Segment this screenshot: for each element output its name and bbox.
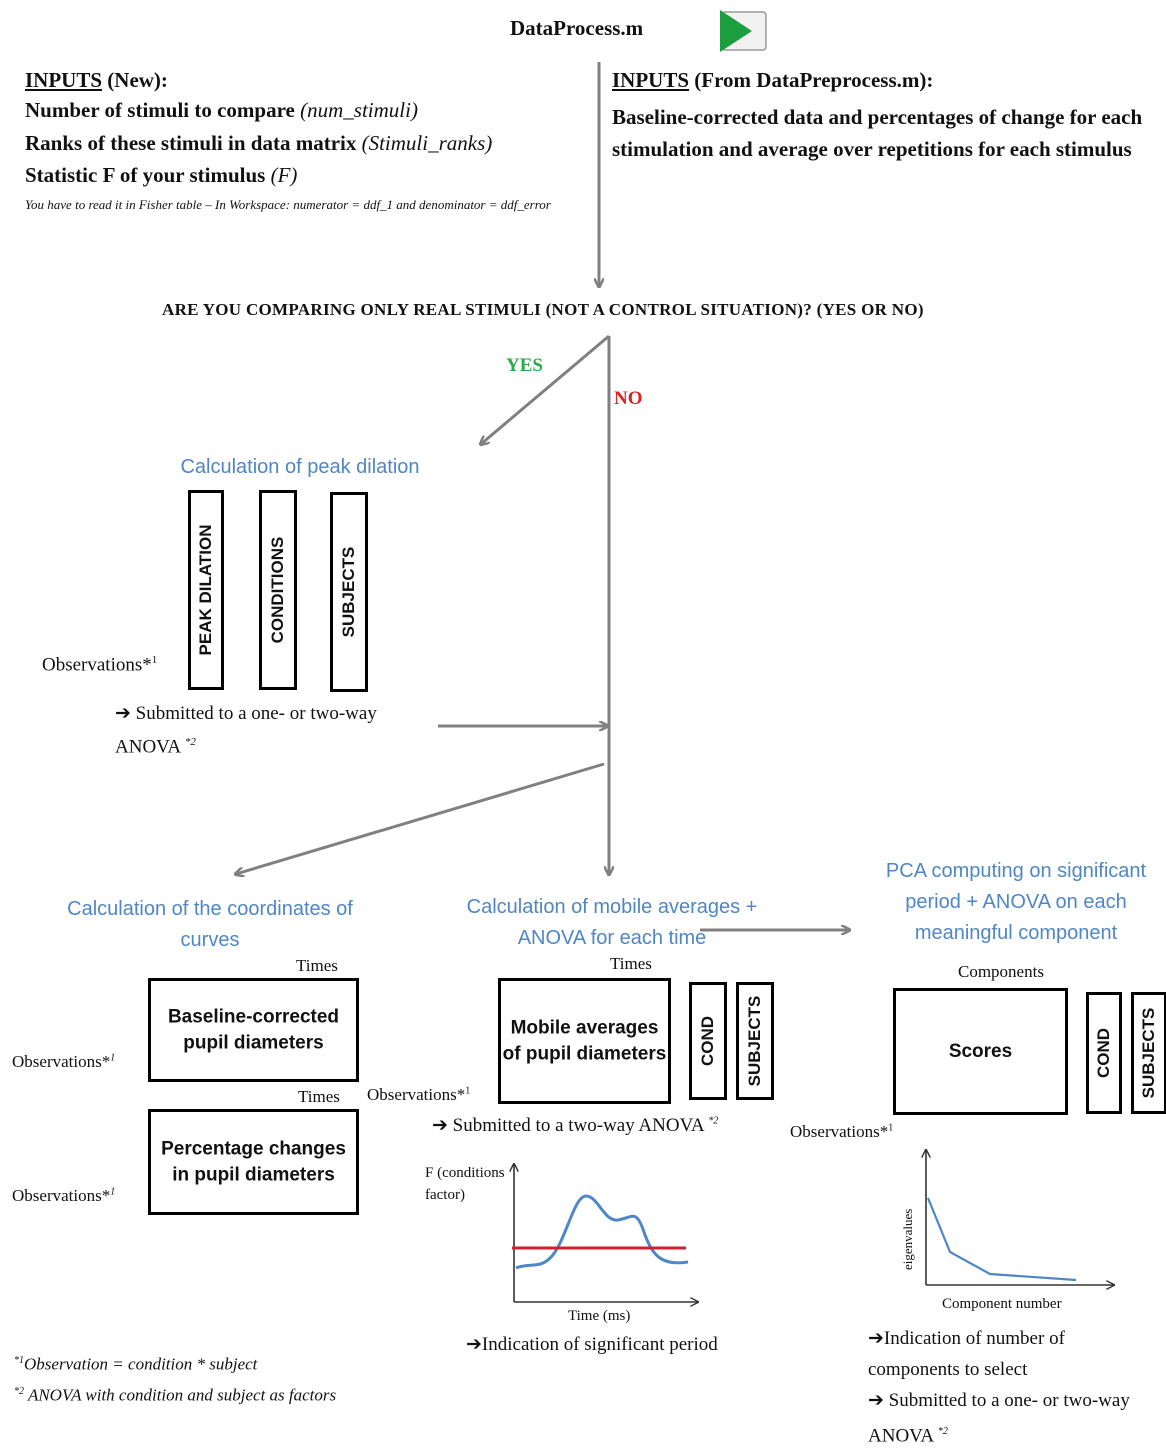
components-to-select-indication: ➔Indication of number of components to s… [868, 1328, 1065, 1380]
inputs-preprocess-body: Baseline-corrected data and percentages … [612, 105, 1143, 161]
mobile-submitted-anova: ➔ Submitted to a two-way ANOVA *2 [432, 1115, 719, 1136]
pca-subjects-column: SUBJECTS [1131, 992, 1166, 1114]
pca-observations-label: Observations*1 [790, 1122, 894, 1141]
peak-submitted-anova: ➔ Submitted to a one- or two-way ANOVA *… [115, 703, 377, 758]
scree-curve [926, 1197, 1077, 1282]
branch-no-label: NO [614, 388, 643, 409]
mobile-times-label: Times [610, 954, 652, 973]
footnote-2: *2 ANOVA with condition and subject as f… [14, 1385, 337, 1405]
arrow-to-curves [236, 762, 605, 874]
play-icon[interactable] [716, 8, 770, 54]
times-label-1: Times [296, 956, 338, 975]
input-stimuli-ranks: Ranks of these stimuli in data matrix (S… [25, 131, 493, 155]
pca-indication: ➔Indication of number of components to s… [868, 1323, 1160, 1451]
footnote-1: *1Observation = condition * subject [14, 1354, 258, 1374]
eig-chart-x-label: Component number [942, 1296, 1062, 1312]
times-label-2: Times [298, 1087, 340, 1106]
mobile-averages-title: Calculation of mobile averages + ANOVA f… [466, 896, 758, 949]
f-chart-x-label: Time (ms) [568, 1308, 631, 1324]
input-statistic-f: Statistic F of your stimulus (F) [25, 163, 298, 187]
pca-title: PCA computing on significant period + AN… [885, 860, 1147, 944]
conditions-column: CONDITIONS [259, 490, 297, 690]
mobile-subjects-column: SUBJECTS [736, 982, 774, 1100]
input-num-stimuli: Number of stimuli to compare (num_stimul… [25, 98, 418, 122]
peak-dilation-column: PEAK DILATION [188, 490, 224, 690]
page-title: DataProcess.m [510, 16, 644, 40]
curves-title: Calculation of the coordinates of curves [67, 898, 353, 951]
subjects-column: SUBJECTS [330, 492, 368, 692]
curves-observations-1: Observations*1 [12, 1052, 116, 1071]
pca-submitted-anova: ➔ Submitted to a one- or two-way ANOVA *… [868, 1390, 1130, 1447]
pca-cond-column: COND [1086, 992, 1122, 1114]
mobile-observations-label: Observations*1 [367, 1085, 471, 1104]
f-statistic-curve [515, 1194, 689, 1270]
mobile-cond-column: COND [689, 982, 727, 1100]
peak-observations-label: Observations*1 [42, 654, 158, 676]
scores-box: Scores [893, 988, 1068, 1115]
footnotes: *1Observation = condition * subject *2 A… [14, 1347, 354, 1408]
eig-chart-y-label: eigenvalues [900, 1208, 915, 1270]
branch-yes-label: YES [506, 355, 543, 376]
f-chart-y-label: F (conditions factor) [425, 1165, 505, 1203]
percentage-changes-box: Percentage changes in pupil diameters [148, 1109, 359, 1215]
components-label: Components [958, 962, 1044, 981]
peak-dilation-title: Calculation of peak dilation [180, 456, 420, 478]
significant-period-indication: ➔Indication of significant period [466, 1334, 718, 1355]
decision-question: ARE YOU COMPARING ONLY REAL STIMULI (NOT… [162, 300, 924, 319]
arrow-yes-branch [481, 334, 610, 444]
fisher-table-note: You have to read it in Fisher table – In… [25, 197, 551, 212]
mobile-averages-box: Mobile averages of pupil diameters [498, 978, 671, 1104]
baseline-corrected-box: Baseline-corrected pupil diameters [148, 978, 359, 1082]
inputs-preprocess-heading: INPUTS (From DataPreprocess.m): [612, 68, 934, 92]
inputs-new-heading: INPUTS (New): [25, 68, 168, 92]
curves-observations-2: Observations*1 [12, 1186, 116, 1205]
